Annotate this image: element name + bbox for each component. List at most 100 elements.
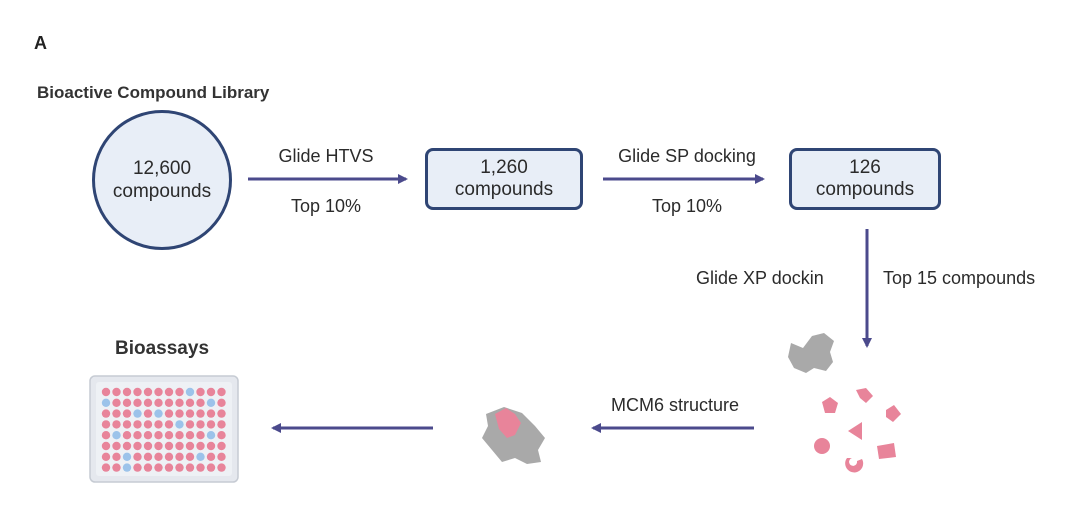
plate-well bbox=[206, 398, 216, 407]
plate-well bbox=[175, 387, 184, 397]
plate-well bbox=[154, 452, 163, 461]
plate-well bbox=[185, 387, 195, 397]
plate-well bbox=[122, 420, 132, 429]
htvs-method-label: Glide HTVS bbox=[278, 146, 374, 166]
plate-well bbox=[217, 409, 226, 418]
plate-well bbox=[164, 431, 174, 440]
plate-well bbox=[143, 398, 153, 407]
plate-well bbox=[164, 441, 174, 451]
plate-well bbox=[196, 431, 205, 440]
plate-well bbox=[217, 387, 226, 397]
plate-well bbox=[101, 463, 111, 472]
sp-result-node: 126 compounds bbox=[789, 148, 941, 210]
plate-well bbox=[133, 387, 142, 397]
structure-label: MCM6 structure bbox=[610, 395, 740, 415]
plate-well bbox=[196, 452, 205, 461]
plate-well bbox=[143, 441, 153, 451]
plate-well bbox=[206, 452, 216, 461]
protein-icon bbox=[788, 333, 834, 373]
plate-well bbox=[112, 409, 121, 418]
sp-filter-label: Top 10% bbox=[651, 196, 723, 216]
plate-well bbox=[217, 463, 226, 472]
sp-method-label: Glide SP docking bbox=[618, 146, 756, 166]
plate-well bbox=[175, 452, 184, 461]
plate-well bbox=[217, 431, 226, 440]
plate-well bbox=[154, 441, 163, 451]
plate-well bbox=[143, 409, 153, 418]
plate-well bbox=[175, 463, 184, 472]
plate-well bbox=[154, 420, 163, 429]
plate-well bbox=[164, 452, 174, 461]
plate-well bbox=[217, 398, 226, 407]
plate-well bbox=[164, 387, 174, 397]
plate-well bbox=[122, 452, 132, 461]
plate-well bbox=[154, 463, 163, 472]
bioassays-title: Bioassays bbox=[115, 338, 210, 359]
plate-well bbox=[175, 398, 184, 407]
plate-well bbox=[206, 409, 216, 418]
plate-well bbox=[101, 420, 111, 429]
plate-well bbox=[196, 409, 205, 418]
plate-well bbox=[185, 398, 195, 407]
plate-well bbox=[175, 441, 184, 451]
plate-well bbox=[143, 387, 153, 397]
panel-label: A bbox=[34, 33, 47, 53]
plate-well bbox=[185, 463, 195, 472]
plate-well bbox=[112, 452, 121, 461]
plate-well bbox=[196, 398, 205, 407]
plate-well bbox=[196, 387, 205, 397]
plate-well bbox=[206, 441, 216, 451]
plate-well bbox=[133, 431, 142, 440]
plate-well bbox=[217, 452, 226, 461]
plate-well bbox=[164, 463, 174, 472]
plate-well bbox=[185, 452, 195, 461]
plate-well bbox=[143, 463, 153, 472]
plate-well bbox=[185, 420, 195, 429]
plate-well bbox=[175, 409, 184, 418]
plate-well bbox=[206, 463, 216, 472]
htvs-result-node: 1,260 compounds bbox=[425, 148, 583, 210]
plate-well bbox=[185, 409, 195, 418]
plate-well bbox=[196, 463, 205, 472]
plate-well bbox=[122, 409, 132, 418]
plate-well bbox=[122, 398, 132, 407]
xp-method-label: Glide XP dockin bbox=[696, 268, 824, 288]
sp-result-count: 126 bbox=[849, 157, 881, 178]
plate-well bbox=[206, 431, 216, 440]
plate-well bbox=[133, 452, 142, 461]
plate-well bbox=[143, 431, 153, 440]
well-plate-icon bbox=[89, 375, 239, 483]
plate-well bbox=[133, 441, 142, 451]
plate-well bbox=[206, 387, 216, 397]
plate-well bbox=[164, 420, 174, 429]
plate-well bbox=[101, 409, 111, 418]
plate-well bbox=[122, 463, 132, 472]
plate-well bbox=[154, 409, 163, 418]
plate-well bbox=[154, 398, 163, 407]
plate-well bbox=[143, 420, 153, 429]
plate-well bbox=[164, 409, 174, 418]
library-node: 12,600 compounds bbox=[92, 110, 232, 250]
plate-well bbox=[185, 431, 195, 440]
htvs-result-count: 1,260 bbox=[480, 157, 528, 178]
plate-well bbox=[112, 387, 121, 397]
plate-well bbox=[154, 387, 163, 397]
plate-well bbox=[185, 441, 195, 451]
library-count: 12,600 bbox=[132, 158, 192, 179]
plate-well bbox=[133, 409, 142, 418]
plate-well bbox=[101, 431, 111, 440]
plate-well bbox=[133, 420, 142, 429]
plate-well bbox=[143, 452, 153, 461]
sp-result-unit: compounds bbox=[815, 179, 915, 200]
plate-well bbox=[112, 441, 121, 451]
plate-well bbox=[133, 463, 142, 472]
library-unit: compounds bbox=[112, 181, 212, 202]
plate-well bbox=[175, 431, 184, 440]
plate-well bbox=[164, 398, 174, 407]
plate-well bbox=[206, 420, 216, 429]
plate-well bbox=[101, 452, 111, 461]
plate-well bbox=[122, 431, 132, 440]
library-title: Bioactive Compound Library bbox=[37, 83, 270, 102]
plate-well bbox=[112, 431, 121, 440]
